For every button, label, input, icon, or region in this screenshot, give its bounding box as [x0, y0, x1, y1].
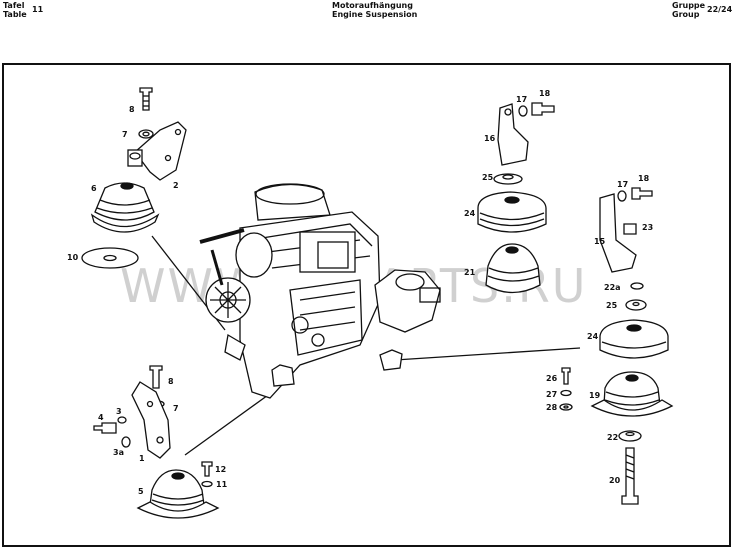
bracket-top-left — [127, 87, 187, 181]
callout-2: 2 — [173, 181, 179, 190]
rubber-mount-5 — [136, 469, 220, 519]
callout-24-top: 24 — [464, 209, 476, 218]
callout-22a: 22a — [604, 283, 621, 292]
callout-20: 21 — [464, 268, 476, 277]
table-header: Tafel Table — [3, 1, 27, 19]
part-callouts: 8 7 2 6 10 17 18 16 25 24 21 17 18 23 15… — [67, 89, 653, 496]
table-label-en: Table — [3, 10, 27, 19]
diagram-frame — [2, 63, 731, 547]
table-number: 11 — [32, 5, 44, 14]
bolt-26-washers — [559, 367, 573, 411]
bolt-12-washer-11 — [201, 461, 213, 488]
group-number: 22/24 — [707, 5, 733, 14]
washer-10 — [81, 247, 139, 269]
bracket-16 — [497, 102, 555, 166]
engine-block — [199, 183, 381, 399]
rubber-mount-20 — [485, 243, 541, 294]
callout-6: 6 — [91, 184, 97, 193]
transmission — [374, 269, 441, 371]
callout-5: 5 — [138, 487, 144, 496]
callout-25-top: 25 — [482, 173, 494, 182]
callout-16: 16 — [484, 134, 496, 143]
washer-25-top — [493, 173, 523, 185]
callout-12: 12 — [215, 465, 226, 474]
callout-18-right: 18 — [638, 174, 650, 183]
callout-8-top: 8 — [129, 105, 135, 114]
group-label-de: Gruppe — [672, 1, 706, 10]
callout-21: 20 — [609, 476, 621, 485]
callout-17-right: 17 — [617, 180, 628, 189]
callout-10: 10 — [67, 253, 79, 262]
bracket-15 — [599, 187, 653, 273]
callout-3a: 3a — [113, 448, 124, 457]
rubber-mount-6 — [90, 182, 160, 233]
callout-24-right: 24 — [587, 332, 599, 341]
callout-3: 3 — [116, 407, 122, 416]
washer-22-bolt-21 — [618, 430, 642, 505]
callout-4: 4 — [98, 413, 104, 422]
callout-22: 22 — [607, 433, 618, 442]
callout-28: 28 — [546, 403, 558, 412]
rubber-pad-24-top — [477, 191, 547, 233]
callout-8-bottom: 8 — [168, 377, 174, 386]
rubber-pad-24-right — [599, 319, 669, 359]
washers-22a-25 — [625, 282, 647, 311]
leader-line — [394, 347, 581, 361]
table-label-de: Tafel — [3, 1, 25, 10]
group-label-en: Group — [672, 10, 700, 19]
bracket-bottom-left — [93, 365, 171, 459]
callout-18-top: 18 — [539, 89, 551, 98]
callout-27: 27 — [546, 390, 557, 399]
callout-25-right: 25 — [606, 301, 618, 310]
callout-17-top: 17 — [516, 95, 527, 104]
callout-7-top: 7 — [122, 130, 128, 139]
callout-11: 11 — [216, 480, 228, 489]
title-de: Motoraufhängung — [332, 1, 413, 10]
callout-1: 1 — [139, 454, 145, 463]
callout-19: 19 — [589, 391, 601, 400]
callout-7-bottom: 7 — [173, 404, 179, 413]
callout-23: 23 — [642, 223, 653, 232]
callout-15: 15 — [594, 237, 606, 246]
page-title: Motoraufhängung Engine Suspension — [332, 1, 417, 19]
rubber-mount-19 — [590, 371, 674, 417]
callout-26: 26 — [546, 374, 558, 383]
parts-drawing — [81, 87, 674, 519]
title-en: Engine Suspension — [332, 10, 418, 19]
group-header: Gruppe Group — [672, 1, 705, 19]
